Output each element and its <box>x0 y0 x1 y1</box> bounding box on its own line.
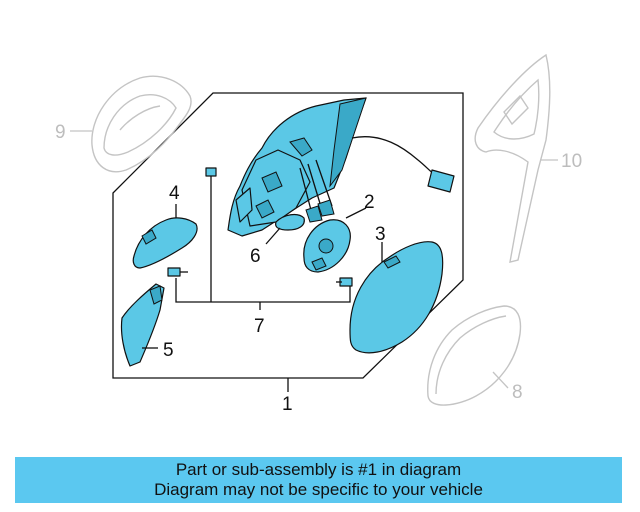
part-4-cover-cap <box>132 217 198 269</box>
ghost-part-door-trim <box>474 53 551 263</box>
part-3-mirror-glass <box>349 241 444 354</box>
ghost-part-mirror-cover <box>91 75 192 173</box>
leader-2 <box>345 207 367 219</box>
leader-7 <box>175 190 351 310</box>
part-2-motor <box>303 219 351 273</box>
callout-7: 7 <box>254 316 265 337</box>
callout-4: 4 <box>169 183 180 204</box>
leader-6 <box>265 227 281 245</box>
callout-8: 8 <box>512 382 523 403</box>
callout-6: 6 <box>250 246 261 267</box>
info-banner: Part or sub-assembly is #1 in diagram Di… <box>15 457 622 503</box>
ghost-part-mirror-glass <box>427 305 522 406</box>
part-6-bracket <box>275 213 305 231</box>
callout-10: 10 <box>561 151 582 172</box>
screw-right <box>336 277 353 287</box>
callout-2: 2 <box>364 192 375 213</box>
callout-9: 9 <box>55 122 66 143</box>
banner-line-1: Part or sub-assembly is #1 in diagram <box>175 460 462 479</box>
leader-8 <box>492 371 509 389</box>
banner-line-2: Diagram may not be specific to your vehi… <box>154 480 483 499</box>
screw-top <box>205 167 217 190</box>
callout-1: 1 <box>282 394 293 415</box>
screw-left <box>167 267 188 277</box>
part-5-lower-trim <box>120 283 165 367</box>
parts-diagram: 9 10 8 6 <box>55 53 582 415</box>
callout-3: 3 <box>375 224 386 245</box>
callout-5: 5 <box>163 340 174 361</box>
assembly-outline <box>112 92 464 379</box>
mirror-housing-assembly <box>227 97 455 237</box>
